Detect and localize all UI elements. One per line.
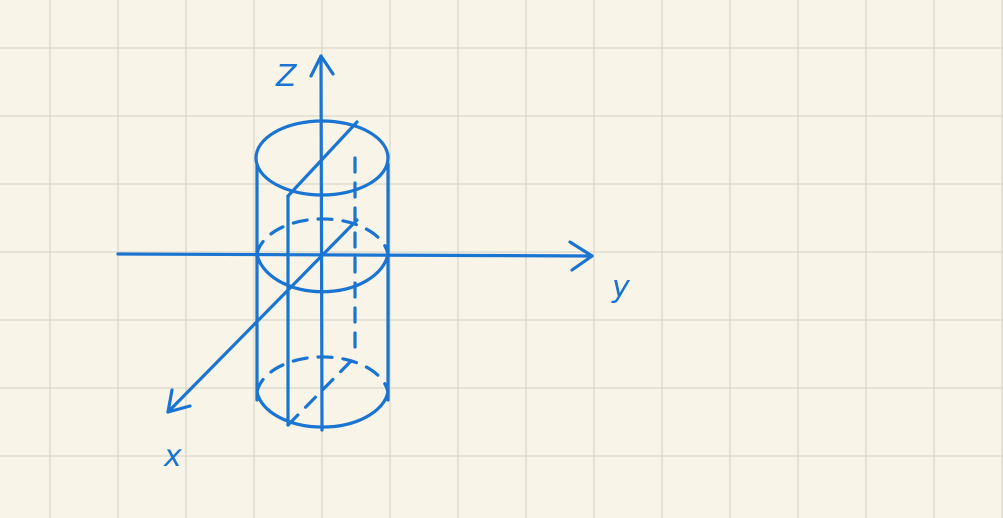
ink-strokes	[116, 54, 594, 432]
x-axis-arrowhead	[166, 388, 192, 414]
y-axis-line	[116, 252, 594, 258]
cylinder-bottom-ellipse-front	[255, 390, 390, 429]
cylinder-middle-ellipse-back	[255, 217, 390, 256]
z-axis-line	[319, 54, 324, 432]
z-axis-arrowhead	[309, 54, 335, 78]
x-axis-line	[166, 218, 359, 414]
cylinder-bottom-ellipse-back	[255, 355, 390, 394]
z-axis-label: Z	[275, 59, 298, 94]
bottom-diameter-line	[286, 353, 359, 427]
y-axis-label: y	[611, 270, 631, 305]
y-axis-arrowhead	[568, 240, 594, 272]
cylinder-middle-ellipse-front	[255, 252, 390, 294]
x-axis-label: x	[163, 439, 182, 474]
top-diameter-line	[286, 120, 359, 198]
cylinder-top-ellipse	[254, 119, 390, 197]
